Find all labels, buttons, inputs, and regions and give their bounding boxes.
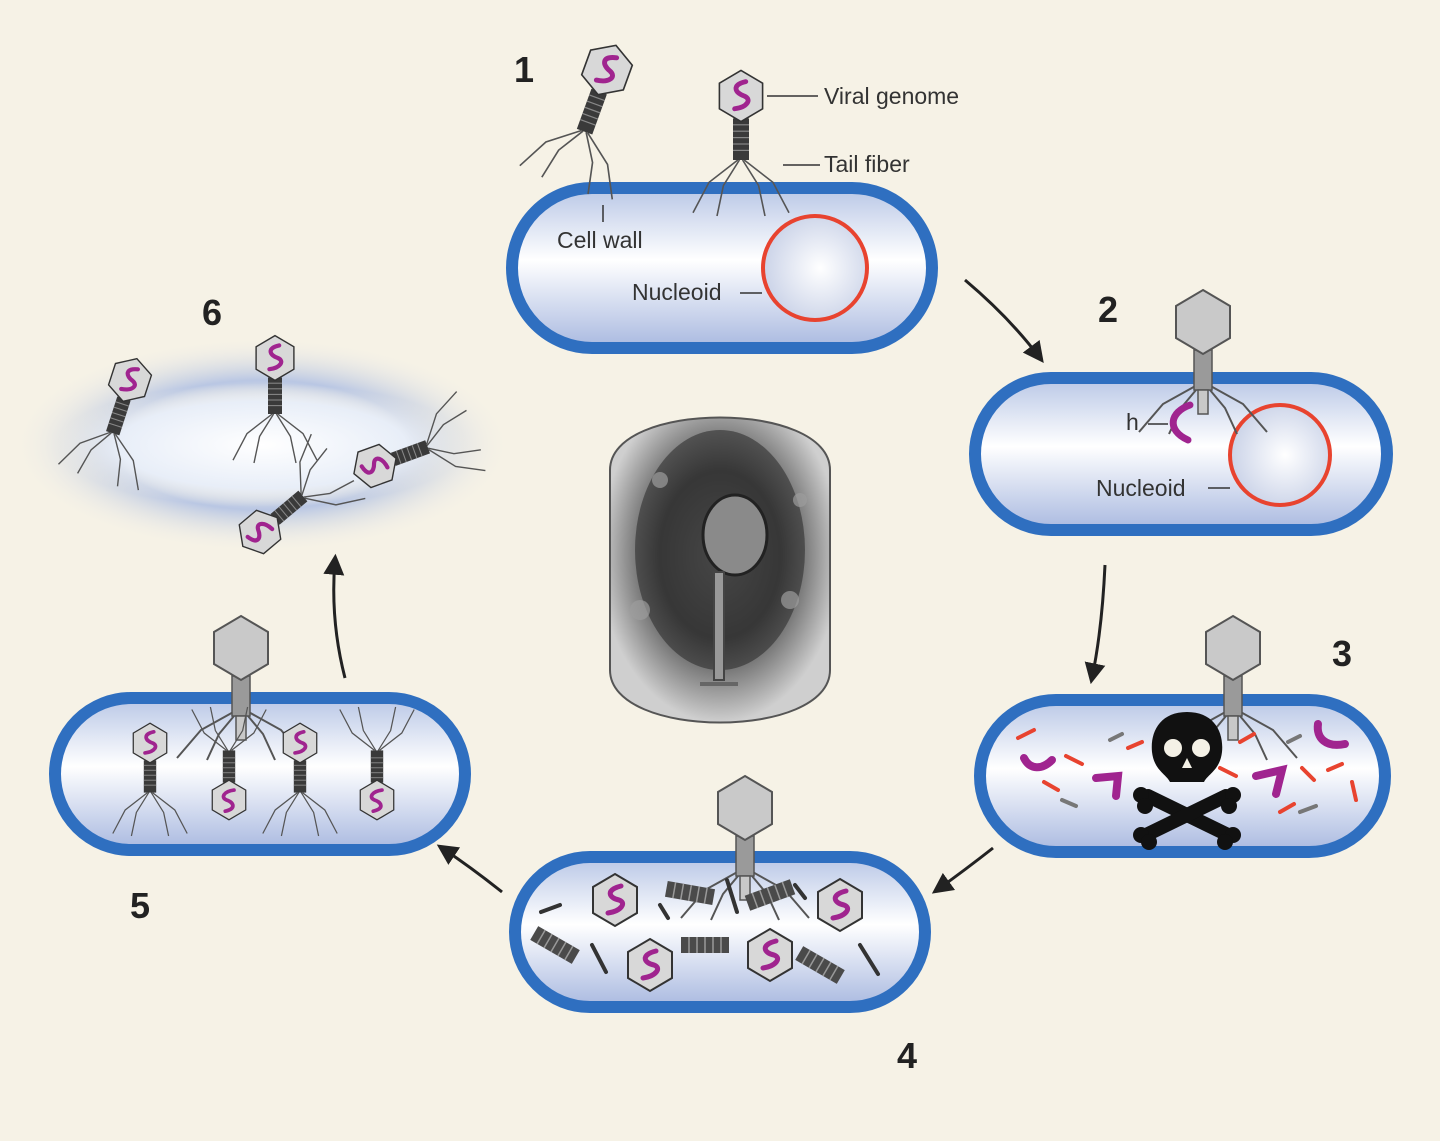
label-nucleoid-2: Nucleoid (1096, 475, 1186, 501)
step-number-6: 6 (202, 292, 222, 333)
step-number-3: 3 (1332, 633, 1352, 674)
nucleoid-fragments (1016, 728, 1358, 814)
cycle-arrows (323, 278, 1107, 894)
tail-part (680, 936, 730, 954)
step-3-degradation (974, 615, 1391, 858)
nucleoid-circle (1228, 403, 1332, 507)
nucleoid-circle (761, 214, 869, 322)
label-cell-wall: Cell wall (557, 227, 643, 253)
arrow-icon (436, 844, 503, 894)
arrow-icon (964, 278, 1044, 364)
step-4-synthesis (509, 775, 931, 1013)
bacteriophage-icon (519, 29, 663, 203)
arrow-icon (323, 553, 347, 679)
arrow-icon (1084, 564, 1107, 685)
step-6-release (12, 336, 512, 579)
step-number-1: 1 (514, 49, 534, 90)
step-number-4: 4 (897, 1035, 917, 1076)
label-h: h (1126, 409, 1139, 435)
genome-fragments (1020, 720, 1349, 800)
phage-micrograph (609, 416, 831, 724)
step-2-injection (969, 289, 1393, 536)
label-tail-fiber: Tail fiber (824, 151, 910, 177)
label-viral-genome: Viral genome (824, 83, 959, 109)
viral-genome-strand (1169, 401, 1194, 444)
arrow-icon (931, 846, 994, 894)
step-5-assembly (49, 615, 471, 856)
step-number-5: 5 (130, 885, 150, 926)
label-nucleoid-1: Nucleoid (632, 279, 722, 305)
skull-crossbones-icon (1133, 712, 1241, 850)
step-1-attachment (506, 29, 938, 354)
step-number-2: 2 (1098, 289, 1118, 330)
bacterial-cell (509, 851, 931, 1013)
